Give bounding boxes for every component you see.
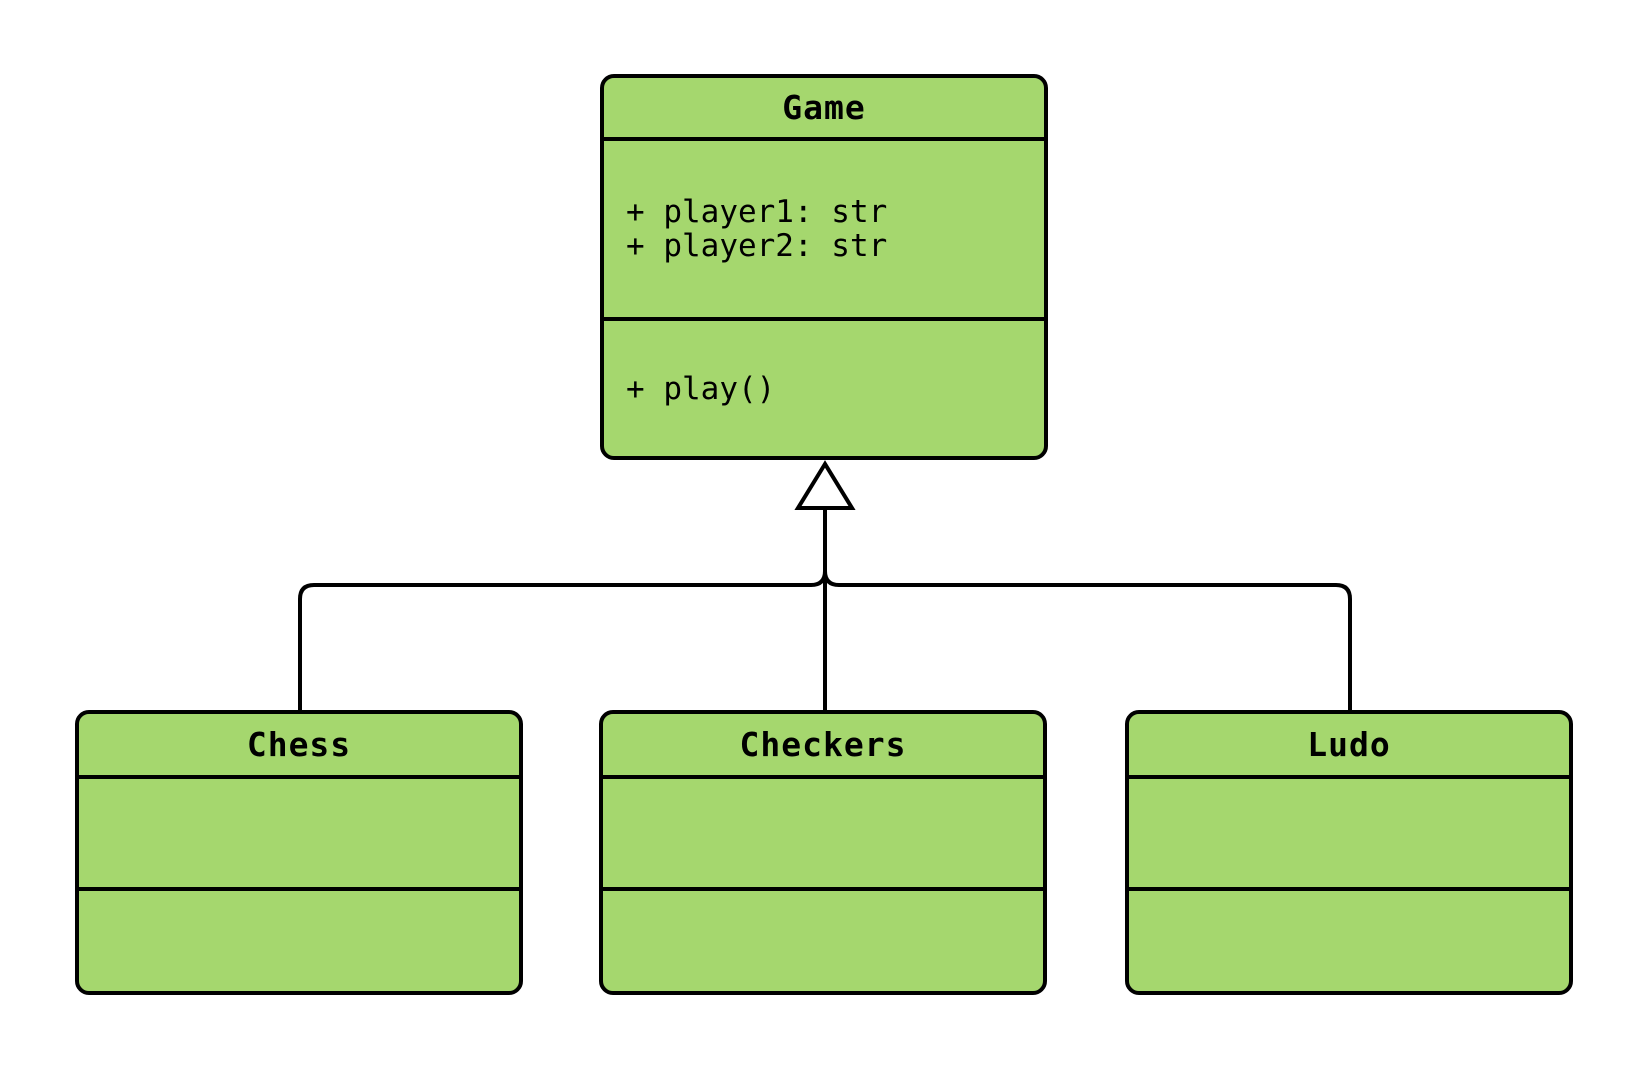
class-game-title: Game	[782, 88, 866, 127]
edge-game-ludo	[823, 505, 1352, 712]
class-ludo-title: Ludo	[1307, 725, 1391, 764]
class-checkers-title: Checkers	[739, 725, 907, 764]
generalization-triangle-arrowhead-icon	[794, 460, 856, 510]
class-chess-attributes	[79, 775, 519, 887]
class-checkers-attributes	[603, 775, 1043, 887]
class-chess-methods	[79, 887, 519, 991]
class-ludo-methods	[1129, 887, 1569, 991]
class-game-methods: + play()	[604, 317, 1044, 456]
class-box-ludo[interactable]: Ludo	[1125, 710, 1573, 995]
attribute-line: + player2: str	[626, 228, 888, 264]
class-box-game[interactable]: Game + player1: str + player2: str + pla…	[600, 74, 1048, 460]
class-checkers-methods	[603, 887, 1043, 991]
class-box-checkers[interactable]: Checkers	[599, 710, 1047, 995]
edge-game-chess	[298, 505, 827, 712]
class-box-chess[interactable]: Chess	[75, 710, 523, 995]
class-chess-title: Chess	[246, 725, 352, 764]
method-line: + play()	[626, 370, 776, 407]
class-game-attributes: + player1: str + player2: str	[604, 137, 1044, 317]
attribute-line: + player1: str	[626, 194, 888, 230]
class-ludo-attributes	[1129, 775, 1569, 887]
